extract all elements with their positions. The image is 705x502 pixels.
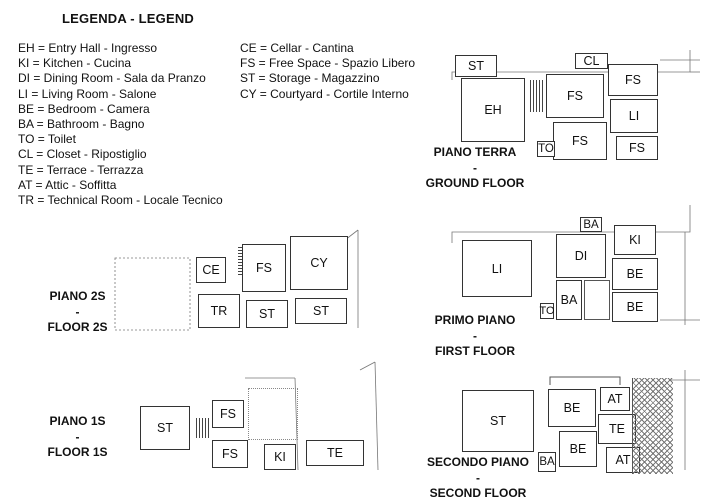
room-closet: CL (575, 53, 608, 69)
room-bedroom: BE (559, 431, 597, 467)
room-living: LI (462, 240, 532, 297)
room-storage: ST (140, 406, 190, 450)
roof-hatching (632, 378, 673, 474)
floor-label-line: PIANO 2S (49, 289, 106, 303)
room-attic: AT (600, 387, 630, 411)
room-courtyard: CY (290, 236, 348, 290)
room-free-space: FS (608, 64, 658, 96)
room-storage: ST (462, 390, 534, 452)
room-bedroom: BE (612, 292, 658, 322)
legend-entry: DI = Dining Room - Sala da Pranzo (18, 71, 206, 86)
floor-label-line: - (473, 160, 477, 175)
room-cellar: CE (196, 257, 226, 283)
legend-list-left: EH = Entry Hall - Ingresso KI = Kitchen … (18, 41, 223, 208)
room-terrace: TE (598, 414, 636, 444)
room-kitchen: KI (614, 225, 656, 255)
legend-entry: TO = Toilet (18, 132, 76, 147)
room-free-space: FS (242, 244, 286, 292)
room-dining: DI (556, 234, 606, 278)
floor-label-line: - (473, 328, 477, 343)
legend-entry: TE = Terrace - Terrazza (18, 162, 144, 177)
legend-entry: ST = Storage - Magazzino (240, 71, 380, 86)
legend-entry: TR = Technical Room - Locale Tecnico (18, 192, 223, 207)
room-storage: ST (246, 300, 288, 328)
legend-entry: BE = Bedroom - Camera (18, 101, 150, 116)
room-technical: TR (198, 294, 240, 328)
room-storage: ST (455, 55, 497, 77)
room-terrace: TE (306, 440, 364, 466)
floor-label-line: PRIMO PIANO (434, 313, 516, 327)
floor-label-ground: PIANO TERRA - GROUND FLOOR (405, 145, 545, 192)
legend-entry: EH = Entry Hall - Ingresso (18, 41, 158, 55)
floor-label-first: PRIMO PIANO - FIRST FLOOR (405, 313, 545, 360)
legend-list-right: CE = Cellar - Cantina FS = Free Space - … (240, 41, 415, 102)
floor-label-1s: PIANO 1S - FLOOR 1S (30, 414, 125, 461)
floor-label-line: - (476, 470, 480, 485)
legend-entry: LI = Living Room - Salone (18, 86, 157, 101)
floor-label-line: SECOND FLOOR (429, 486, 527, 500)
room-free-space: FS (212, 440, 248, 468)
room-bathroom: BA (538, 452, 556, 472)
legend-entry: CL = Closet - Ripostiglio (18, 147, 147, 162)
floor-label-second: SECONDO PIANO - SECOND FLOOR (408, 455, 548, 502)
floor-label-line: - (75, 304, 80, 319)
floor-label-line: FIRST FLOOR (435, 344, 515, 358)
floor-label-line: GROUND FLOOR (425, 176, 525, 190)
floor-label-line: SECONDO PIANO (426, 455, 529, 469)
room-storage: ST (295, 298, 347, 324)
floor-label-line: FLOOR 2S (47, 320, 108, 334)
room-bathroom: BA (580, 217, 602, 232)
room-kitchen: KI (264, 444, 296, 470)
room-bathroom: BA (556, 280, 582, 320)
staircase (530, 80, 544, 112)
legend-entry: KI = Kitchen - Cucina (18, 56, 132, 71)
room-living: LI (610, 99, 658, 133)
legend-entry: CY = Courtyard - Cortile Interno (240, 86, 409, 101)
legend-entry: CE = Cellar - Cantina (240, 41, 354, 55)
legend-entry: FS = Free Space - Spazio Libero (240, 56, 416, 71)
floor-label-line: PIANO 1S (49, 414, 106, 428)
corridor (584, 280, 610, 320)
floor-label-line: PIANO TERRA (433, 145, 517, 159)
legend-entry: AT = Attic - Soffitta (18, 177, 117, 192)
room-entry-hall: EH (461, 78, 525, 142)
floor-label-line: FLOOR 1S (47, 445, 108, 459)
floor-label-2s: PIANO 2S - FLOOR 2S (30, 289, 125, 336)
room-free-space: FS (212, 400, 244, 428)
legend-title: LEGENDA - LEGEND (62, 11, 195, 26)
room-free-space: FS (616, 136, 658, 160)
room-toilet: TO (539, 303, 555, 319)
legend-entry: BA = Bathroom - Bagno (18, 116, 145, 131)
room-free-space: FS (546, 74, 604, 118)
outline-area (248, 388, 298, 440)
floor-label-line: - (75, 429, 80, 444)
room-free-space: FS (553, 122, 607, 160)
room-toilet: TO (537, 141, 555, 157)
room-bedroom: BE (548, 389, 596, 427)
room-bedroom: BE (612, 258, 658, 290)
staircase (196, 418, 210, 438)
